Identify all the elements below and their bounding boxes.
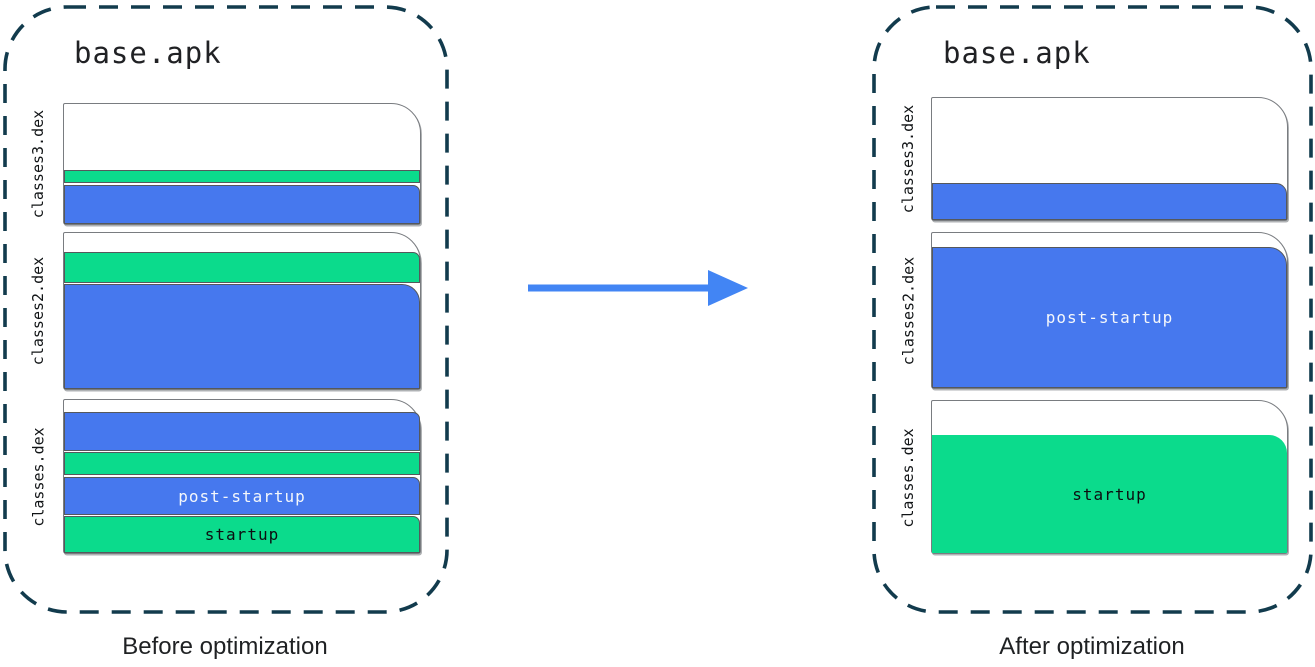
right-arrow-icon [528, 270, 748, 306]
before-classes-label: classes.dex [29, 427, 48, 527]
after-caption: After optimization [999, 633, 1185, 660]
before-caption: Before optimization [122, 633, 328, 660]
before-page-classes: post-startup startup [63, 399, 421, 554]
post-startup-band [932, 183, 1287, 220]
startup-band: startup [932, 435, 1287, 553]
before-classes3-label: classes3.dex [29, 109, 47, 219]
before-apk-title: base.apk [74, 36, 222, 70]
post-startup-band: post-startup [64, 477, 420, 515]
after-classes3-label: classes3.dex [899, 104, 917, 214]
post-startup-band [64, 185, 420, 224]
startup-band: startup [64, 516, 420, 553]
after-page-classes3 [931, 97, 1288, 221]
post-startup-band: post-startup [932, 247, 1287, 388]
after-page-classes2: post-startup [931, 232, 1288, 389]
post-startup-band-label: post-startup [1045, 308, 1174, 327]
startup-band [64, 170, 420, 183]
startup-band [64, 252, 420, 283]
before-page-classes3 [63, 103, 421, 225]
startup-band-label: startup [204, 525, 280, 544]
startup-band [64, 452, 420, 475]
after-apk-title: base.apk [943, 36, 1091, 70]
post-startup-band [64, 284, 420, 389]
after-classes2-label: classes2.dex [899, 256, 918, 366]
after-classes-label: classes.dex [899, 428, 917, 528]
startup-band-label: startup [1072, 484, 1147, 504]
before-page-classes2 [63, 232, 421, 390]
after-page-classes: startup [931, 400, 1288, 554]
before-classes2-label: classes2.dex [29, 256, 47, 366]
post-startup-band [64, 412, 420, 451]
post-startup-band-label: post-startup [178, 486, 306, 506]
